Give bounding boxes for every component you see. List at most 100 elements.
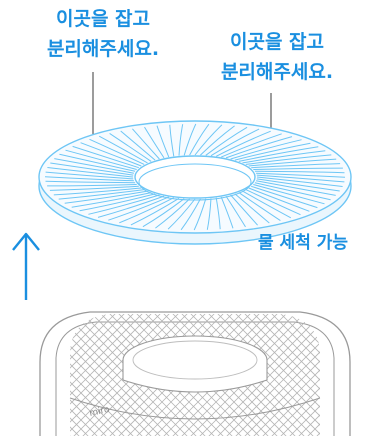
filter-fin [44, 176, 134, 182]
left-callout-line2: 분리해주세요. [46, 38, 160, 60]
mesh-line [70, 314, 102, 436]
mesh-line [0, 310, 11, 436]
mesh-line [70, 314, 183, 436]
filter-fin [254, 170, 345, 174]
filter-fin [45, 171, 134, 180]
filter-fin [54, 158, 134, 174]
filter-fin [180, 198, 201, 231]
filter-fin [88, 194, 160, 215]
right-callout-line2: 분리해주세요. [220, 61, 334, 83]
mesh-line [367, 310, 390, 436]
filter-fin [130, 197, 180, 226]
mesh-line [276, 314, 320, 436]
mesh-line [222, 314, 320, 436]
mesh-line [231, 314, 320, 436]
filter-fin [79, 193, 156, 212]
filter-fin [253, 167, 343, 170]
mesh-line [376, 310, 390, 436]
filter-fin [169, 124, 175, 157]
filter-fin [120, 130, 156, 161]
filter-fin [193, 198, 207, 231]
filter-fin [71, 192, 152, 208]
mesh-line [385, 310, 390, 436]
filter-fin [156, 125, 170, 158]
mesh-line [0, 310, 20, 436]
filter-fin [47, 184, 137, 187]
filter-fin [234, 193, 270, 224]
mesh-line [267, 314, 320, 436]
filter-fin [230, 139, 302, 160]
filter-fin [234, 142, 311, 161]
washable-text: 물 세척 가능 [258, 233, 349, 253]
mesh-line [376, 310, 390, 436]
mesh-line [240, 314, 320, 436]
mesh-line [70, 314, 111, 436]
filter-fin [64, 190, 148, 204]
right-callout: 이곳을 잡고 분리해주세요. [202, 27, 352, 87]
left-callout-line1: 이곳을 잡고 [55, 8, 150, 30]
filter-fin [245, 189, 301, 216]
filter-fin [256, 178, 340, 192]
filter-fin [205, 126, 248, 156]
mesh-line [258, 314, 320, 436]
mesh-line [70, 314, 111, 436]
filter-fin [119, 197, 175, 224]
mesh-line [213, 314, 320, 436]
mesh-line [285, 314, 320, 436]
mesh-line [267, 314, 320, 436]
filter-fin [238, 146, 319, 162]
mesh-line [70, 314, 165, 436]
filter-fin [256, 176, 343, 187]
filter-fin [89, 138, 145, 165]
mesh-line [358, 310, 390, 436]
mesh-line [0, 310, 29, 436]
mesh-line [70, 314, 93, 436]
mesh-line [0, 310, 38, 436]
mesh-line [358, 310, 390, 436]
mesh-line [70, 314, 138, 436]
filter-fin [109, 132, 152, 162]
filter-fin [253, 184, 325, 205]
mesh-line [258, 314, 320, 436]
mesh-line [70, 314, 102, 436]
mesh-line [349, 310, 390, 436]
filter-fin [256, 174, 345, 183]
filter-fin [220, 196, 234, 229]
filter-fin [194, 124, 223, 156]
filter-fin [210, 128, 260, 157]
mesh-line [70, 314, 120, 436]
filter-fin [225, 195, 246, 228]
right-callout-line1: 이곳을 잡고 [229, 31, 324, 53]
filter-fin [72, 145, 139, 169]
mesh-line [285, 314, 320, 436]
filter-fin [132, 128, 160, 160]
filter-fin [80, 142, 142, 167]
filter-fin [98, 135, 148, 164]
mesh-line [0, 310, 2, 436]
filter-fin [155, 198, 190, 229]
mesh-line [204, 314, 320, 436]
filter-fin [256, 172, 346, 178]
mesh-line [0, 310, 29, 436]
mesh-line [249, 314, 320, 436]
filter-fin [245, 154, 332, 165]
filter-fin [206, 198, 212, 230]
filter-fin [144, 126, 165, 159]
filter-fin [256, 180, 336, 196]
mesh-line [70, 314, 147, 436]
up-arrow-icon [12, 232, 40, 300]
washable-label: 물 세척 가능 [258, 228, 388, 258]
mesh-line [70, 314, 156, 436]
mesh-line [367, 310, 390, 436]
filter-fin [167, 198, 196, 230]
filter-fin [59, 153, 136, 172]
filter-fin [97, 195, 165, 218]
mesh-line [70, 314, 174, 436]
filter-fin [225, 136, 293, 159]
filter-fin [45, 180, 136, 184]
filter-fin [251, 185, 318, 209]
filter-fin [58, 189, 145, 200]
filter-fin [251, 163, 341, 169]
